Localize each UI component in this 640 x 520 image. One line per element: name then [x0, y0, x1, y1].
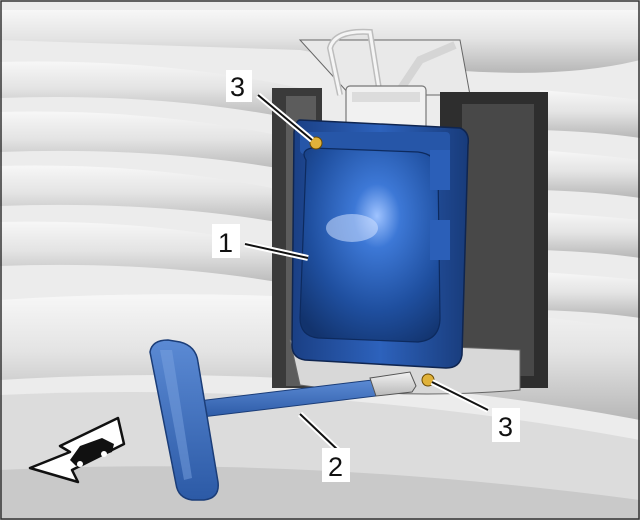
callout-2-bg: [322, 448, 350, 482]
grille-bar: [0, 61, 300, 120]
callout-3-upper: 3: [230, 72, 245, 102]
direction-arrow: [28, 416, 126, 484]
t-handle-tool: [149, 339, 417, 501]
cable-loop: [328, 30, 382, 96]
tool-bit: [369, 371, 417, 397]
car-icon: [70, 438, 114, 466]
forward-arrow-car-icon: [28, 416, 126, 484]
leader-line-1: [244, 243, 309, 259]
connector-plug-band: [352, 92, 420, 102]
leader-line-2: [299, 413, 341, 453]
grille-bar: [0, 165, 300, 226]
callout-1: 1: [218, 228, 233, 258]
grille-bar: [0, 111, 300, 172]
radar-sensor: [291, 119, 470, 369]
callout-1-bg: [212, 224, 240, 258]
lower-bumper-shadow: [0, 466, 640, 520]
grille-bar: [540, 90, 640, 138]
grille-bar: [540, 150, 640, 198]
grille-bar: [540, 212, 640, 258]
callouts: 3 1 2 3: [212, 70, 520, 482]
car-wheel: [77, 461, 83, 467]
leader-line-3-upper: [257, 94, 313, 141]
sensor-side-tab: [430, 220, 450, 260]
grille-bar: [540, 272, 640, 318]
callout-3-lower: 3: [498, 412, 513, 442]
screw-upper: [309, 136, 323, 150]
callout-3-upper-bg: [226, 70, 252, 102]
sensor-lens: [299, 147, 441, 343]
callout-3-lower-bg: [492, 408, 520, 442]
tool-handle-highlight: [160, 350, 192, 480]
callout-2: 2: [328, 452, 343, 482]
bracket-right-face: [462, 104, 534, 376]
leader-line-3-lower: [431, 381, 489, 411]
cable-run: [396, 41, 457, 93]
sensor-side-tab: [430, 150, 450, 190]
car-wheel: [101, 451, 107, 457]
sensor-lens-highlight: [326, 214, 378, 242]
